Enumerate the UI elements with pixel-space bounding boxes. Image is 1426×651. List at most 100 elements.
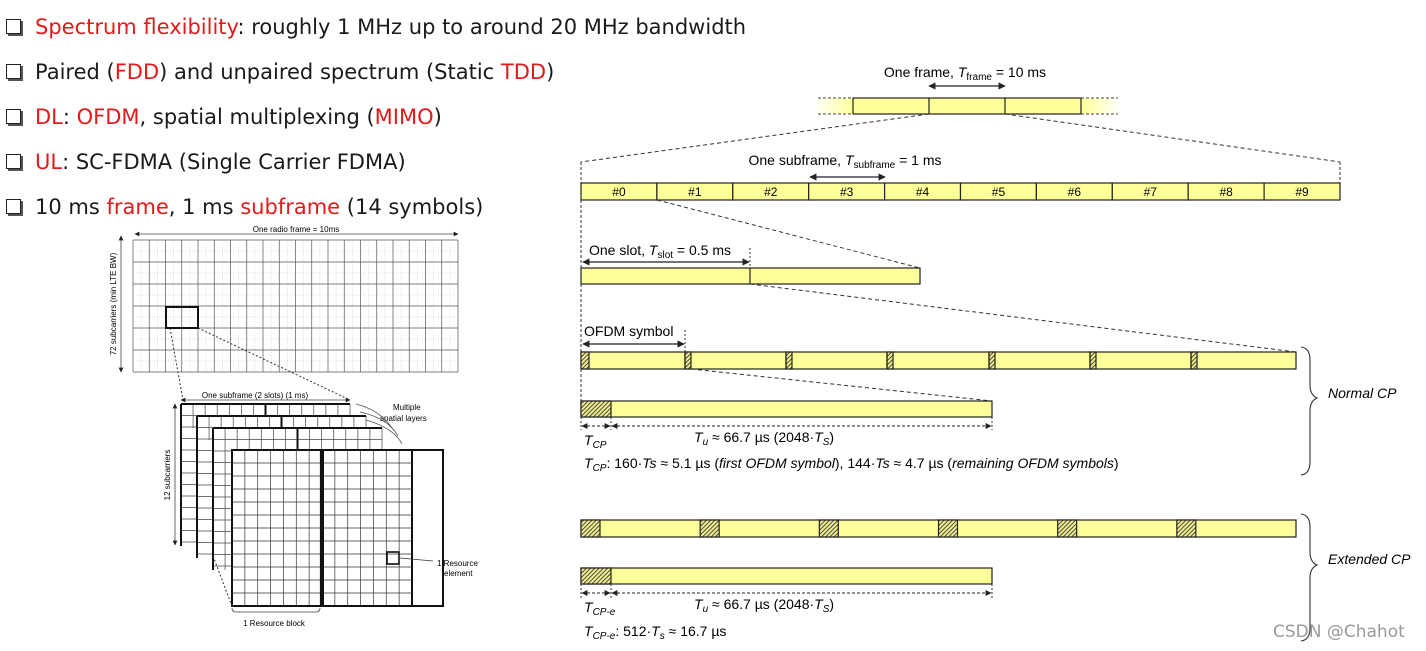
normal-cp-symbol-row — [580, 351, 1297, 370]
radio-frame-label: One radio frame = 10ms — [253, 225, 339, 234]
tcpe-label: TCP-e — [584, 599, 616, 618]
subframe-cell-label: #5 — [992, 185, 1006, 199]
subframe-cell-label: #2 — [764, 185, 778, 199]
tu-label-extended: Tu ≈ 66.7 µs (2048·TS) — [694, 596, 834, 615]
cp-block-extended — [699, 519, 720, 538]
resource-block-grid — [231, 449, 444, 607]
tcpe-detail: TCP-e: 512·Ts ≈ 16.7 µs — [584, 623, 726, 642]
subframe-row: #0#1#2#3#4#5#6#7#8#9 — [580, 182, 1341, 201]
bullet-text: : roughly 1 MHz up to around 20 MHz band… — [237, 14, 747, 39]
cp-block — [580, 351, 590, 370]
selected-subframe-box — [165, 306, 199, 329]
resource-grid-diagram: One radio frame = 10ms 72 subcarriers (m… — [109, 225, 478, 628]
highlight-term: DL — [35, 104, 63, 129]
bullet-text: , 1 ms — [168, 194, 241, 219]
highlight-term: Spectrum flexibility — [35, 14, 238, 39]
zoom-line-left — [169, 327, 184, 401]
watermark: CSDN @Chahot — [1273, 622, 1405, 642]
cp-block-extended — [580, 519, 601, 538]
subframe-2slots-label: One subframe (2 slots) (1 ms) — [202, 391, 309, 400]
checkbox-icon — [6, 154, 21, 169]
extended-cp-label: Extended CP — [1328, 551, 1411, 567]
subframe-cell-label: #0 — [612, 185, 626, 199]
bullet-item: UL: SC-FDMA (Single Carrier FDMA) — [6, 139, 746, 184]
tu-label: Tu ≈ 66.7 µs (2048·TS) — [694, 429, 834, 448]
cp-block-extended — [818, 519, 839, 538]
highlight-term: OFDM — [76, 104, 140, 129]
subframe-cell-label: #7 — [1144, 185, 1158, 199]
bullet-text: : — [62, 104, 77, 129]
radio-frame-grid — [132, 239, 459, 373]
extended-symbol-bar — [580, 567, 993, 585]
symbol-zoom-line — [690, 368, 993, 402]
cp-block — [684, 351, 692, 370]
bullet-item: Spectrum flexibility: roughly 1 MHz up t… — [6, 4, 746, 49]
slot-label: One slot, Tslot = 0.5 ms — [589, 242, 731, 261]
cp-block-extended — [1176, 519, 1197, 538]
extended-cp-brace — [1300, 513, 1319, 642]
slot-zoom-line — [749, 283, 1297, 353]
checkbox-icon — [6, 109, 21, 124]
subframe-label: One subframe, Tsubframe = 1 ms — [748, 152, 941, 171]
cp-block — [988, 351, 996, 370]
spatial-layer-line — [365, 419, 403, 445]
frame-fade-left — [814, 98, 854, 114]
ofdm-symbol-label: OFDM symbol — [584, 323, 673, 339]
resource-element-box — [386, 551, 400, 565]
resource-block-brace — [231, 607, 321, 613]
cp-block — [886, 351, 894, 370]
subframe-cell-label: #1 — [688, 185, 702, 199]
cp-block-extended — [1057, 519, 1078, 538]
subframe-cell-label: #9 — [1295, 185, 1309, 199]
frame-fade-right — [1081, 98, 1121, 114]
resource-block-label: 1 Resource block — [243, 619, 306, 628]
extended-cp-symbol-row — [580, 519, 1297, 538]
spatial-layers-label-2: spatial layers — [380, 414, 427, 423]
normal-cp-brace — [1300, 346, 1319, 476]
twelve-subcarriers-label: 12 subcarriers — [163, 450, 172, 501]
bullet-text: ) and unpaired spectrum (Static — [159, 59, 501, 84]
stack-dotted-line — [212, 555, 233, 607]
cp-block — [1190, 351, 1198, 370]
feature-bullet-list: Spectrum flexibility: roughly 1 MHz up t… — [6, 4, 746, 229]
cp-block-extended — [937, 519, 959, 538]
spatial-layer-line — [359, 411, 399, 437]
highlight-term: subframe — [240, 194, 341, 219]
resource-element-label-2: element — [444, 569, 473, 578]
subframe-cell — [1263, 182, 1341, 201]
resource-element-pointer — [399, 557, 434, 562]
resource-element-label-1: 1 Resource — [437, 559, 478, 568]
spatial-layer-line — [355, 403, 393, 429]
checkbox-icon — [6, 64, 21, 79]
checkbox-icon — [6, 199, 21, 214]
subframe-cell-label: #6 — [1068, 185, 1082, 199]
bullet-text: , spatial multiplexing ( — [139, 104, 375, 129]
frame-bar — [852, 97, 1082, 115]
frame-label: One frame, Tframe = 10 ms — [884, 64, 1046, 83]
spatial-layers-label-1: Multiple — [393, 403, 421, 412]
extended-cp-block — [580, 567, 612, 585]
tcp-label: TCP — [584, 432, 607, 451]
checkbox-icon — [6, 19, 21, 34]
subframe-cell-label: #3 — [840, 185, 854, 199]
frame-zoom-line — [580, 113, 930, 163]
subframe-zoom-line — [656, 199, 921, 269]
highlight-term: MIMO — [374, 104, 434, 129]
bullet-text: : SC-FDMA (Single Carrier FDMA) — [62, 149, 406, 174]
highlight-term: FDD — [114, 59, 160, 84]
cp-block — [1089, 351, 1097, 370]
rb-second-block — [322, 449, 444, 607]
normal-cp-block — [580, 400, 612, 418]
bullet-text: 10 ms — [35, 194, 107, 219]
bullet-text: ) — [433, 104, 442, 129]
normal-symbol-bar — [580, 400, 993, 418]
subframe-cell-label: #8 — [1219, 185, 1233, 199]
bullet-item: 10 ms frame, 1 ms subframe (14 symbols) — [6, 184, 746, 229]
bullet-item: DL: OFDM, spatial multiplexing (MIMO) — [6, 94, 746, 139]
cp-block — [785, 351, 793, 370]
bullet-item: Paired (FDD) and unpaired spectrum (Stat… — [6, 49, 746, 94]
bullet-text: Paired ( — [35, 59, 115, 84]
highlight-term: TDD — [500, 59, 547, 84]
normal-cp-label: Normal CP — [1328, 385, 1397, 401]
